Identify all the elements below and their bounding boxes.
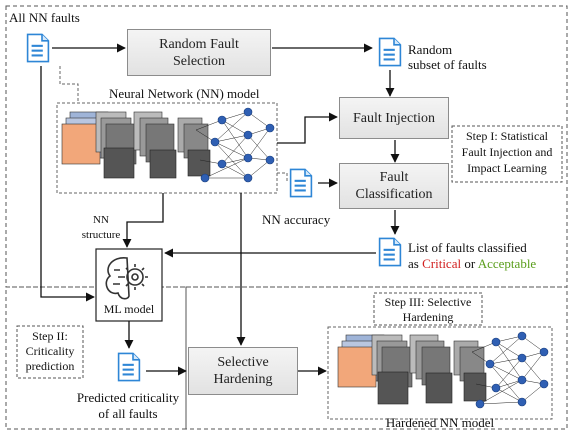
random-subset-document-icon <box>378 37 402 67</box>
all-nn-faults-label: All NN faults <box>9 10 80 25</box>
arrow-nn-structure-to-ml <box>122 193 164 248</box>
step3-line1: Step III: Selective <box>384 295 472 309</box>
random-fault-selection-label: Random Fault Selection <box>159 36 239 69</box>
arrow-nn-to-injection <box>277 112 338 144</box>
nn-nodes <box>200 107 275 183</box>
arrows <box>40 43 400 376</box>
nn-layer-stack <box>61 111 211 179</box>
brain-gear-icon <box>105 257 148 300</box>
arrow-faults-to-ml <box>40 66 95 302</box>
nn-structure-line2: structure <box>81 229 121 241</box>
selective-hardening-box: Selective Hardening <box>188 347 298 395</box>
step2-line3: prediction <box>25 359 75 373</box>
step1-line2: Fault Injection and <box>461 145 553 159</box>
selective-hardening-line1: Selective <box>217 355 269 370</box>
faults-classified-as: as <box>408 256 419 271</box>
fault-classification-line2: Classification <box>355 187 433 202</box>
nn-model-graphic <box>61 107 275 183</box>
step2-box <box>16 325 84 379</box>
random-subset-line2: subset of faults <box>408 57 487 72</box>
acceptable-label: Acceptable <box>477 256 537 271</box>
region-step3 <box>185 286 568 430</box>
step1-box <box>451 125 563 183</box>
predicted-document-icon <box>117 352 141 382</box>
step2-line2: Criticality <box>25 344 75 358</box>
step3-box <box>373 292 483 326</box>
random-subset-line1: Random <box>408 42 453 57</box>
hardened-layer-stack <box>337 334 487 405</box>
random-fault-selection-box: Random Fault Selection <box>127 29 271 76</box>
selective-hardening-line2: Hardening <box>213 372 273 387</box>
fault-injection-label: Fault Injection <box>352 110 436 126</box>
dashed-connectors <box>59 66 288 183</box>
hardened-nn-container <box>327 326 553 420</box>
faults-classified-line1: List of faults classified <box>408 240 527 255</box>
step1-line1: Step I: Statistical <box>466 129 548 143</box>
faults-classified-or: or <box>464 256 476 271</box>
critical-label: Critical <box>422 256 462 271</box>
hardened-nn-graphic <box>337 331 549 409</box>
fault-injection-box: Fault Injection <box>339 97 449 139</box>
nn-accuracy-label: NN accuracy <box>262 212 331 227</box>
predicted-line2: of all faults <box>98 406 158 421</box>
faults-classified-line2: as Critical or Acceptable <box>408 256 536 271</box>
fault-classification-line1: Fault <box>379 170 409 185</box>
step2-line1: Step II: <box>32 329 68 343</box>
hardened-nn-label: Hardened NN model <box>385 415 495 430</box>
step3-line2: Hardening <box>402 310 454 324</box>
nn-accuracy-document-icon <box>289 168 313 198</box>
nn-model-container <box>56 102 278 194</box>
faults-list-document-icon <box>378 237 402 267</box>
all-faults-document-icon <box>26 33 50 63</box>
nn-model-label: Neural Network (NN) model <box>109 86 260 101</box>
nn-structure-line1: NN <box>93 214 109 226</box>
step1-line3: Impact Learning <box>467 161 547 175</box>
hardened-nodes <box>475 331 549 409</box>
predicted-line1: Predicted criticality <box>76 390 180 405</box>
fault-classification-box: Fault Classification <box>339 163 449 209</box>
ml-model-label: ML model <box>103 302 155 316</box>
